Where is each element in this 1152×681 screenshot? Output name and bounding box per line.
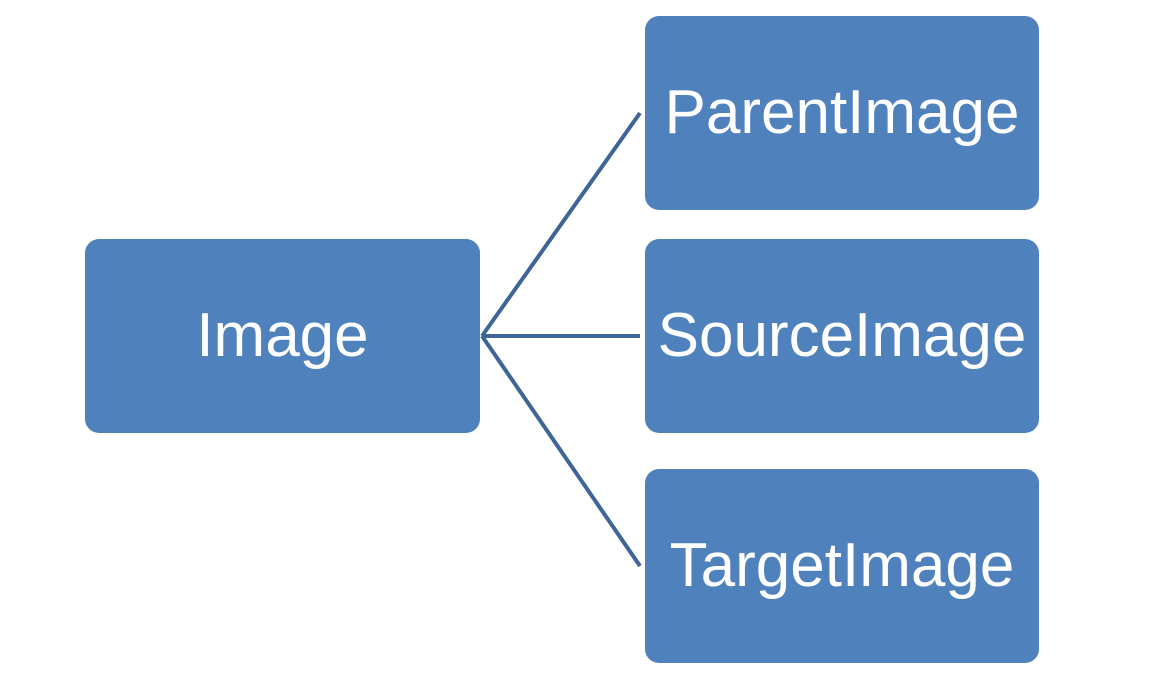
node-sourceimage: SourceImage	[645, 239, 1039, 433]
node-image-label: Image	[196, 301, 369, 370]
node-targetimage: TargetImage	[645, 469, 1039, 663]
node-parentimage-label: ParentImage	[664, 78, 1020, 147]
node-targetimage-label: TargetImage	[669, 531, 1015, 600]
node-parentimage: ParentImage	[645, 16, 1039, 210]
connector-to-parentimage	[480, 111, 642, 338]
connector-to-targetimage	[480, 334, 642, 568]
node-sourceimage-label: SourceImage	[657, 301, 1027, 370]
node-image: Image	[85, 239, 480, 433]
